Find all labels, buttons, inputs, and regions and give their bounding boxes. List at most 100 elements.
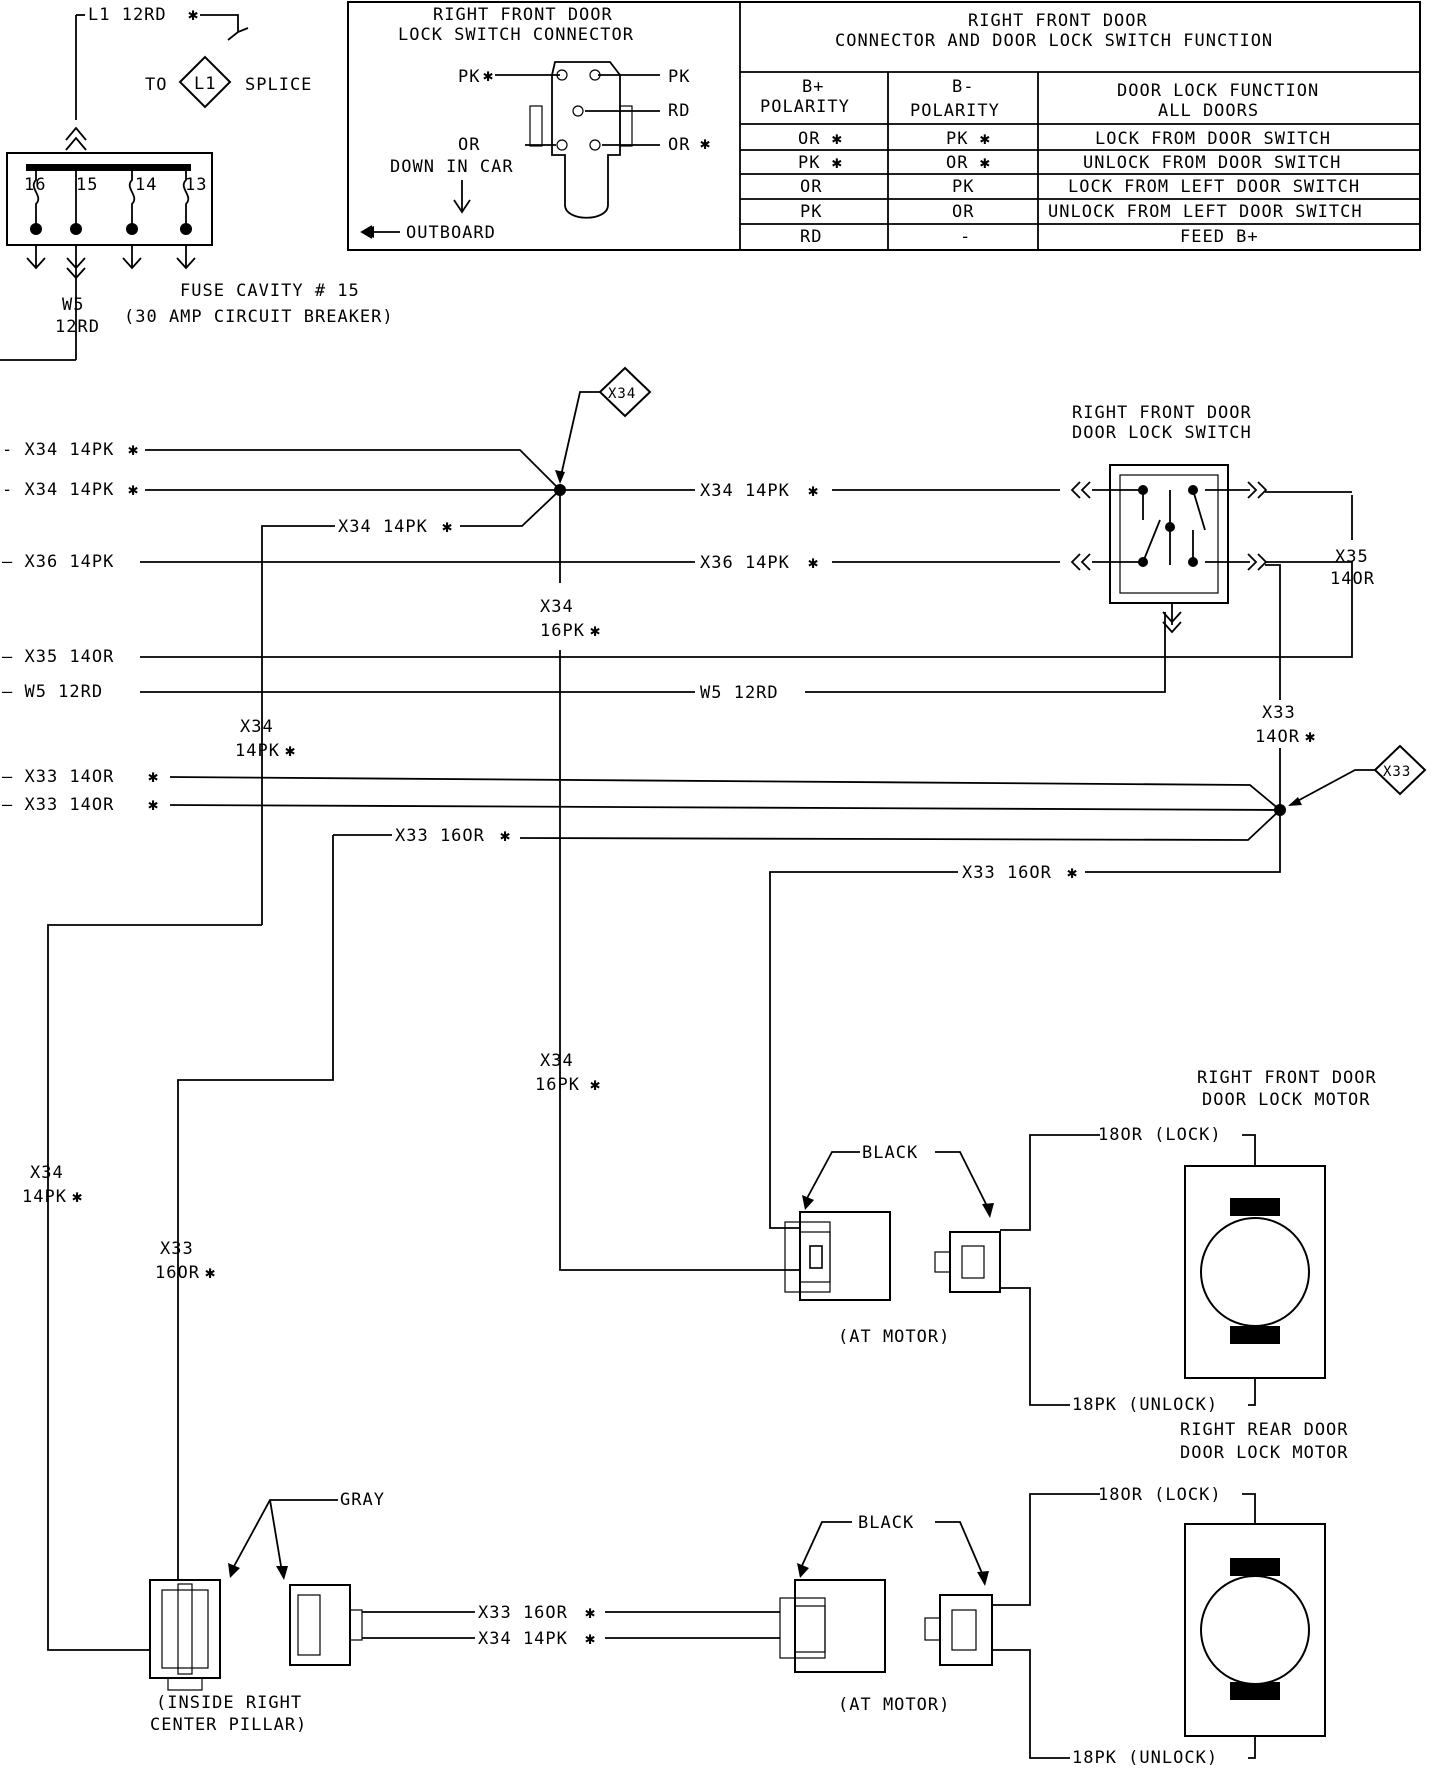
w5-wire-id: W5 bbox=[62, 295, 84, 315]
svg-text:✱: ✱ bbox=[585, 1603, 596, 1623]
connector-and-table: RIGHT FRONT DOOR LOCK SWITCH CONNECTOR P… bbox=[347, 1, 1421, 251]
x34-lower-label-a: X34 bbox=[540, 1051, 574, 1071]
table-row: PK ✱ OR ✱ UNLOCK FROM DOOR SWITCH bbox=[798, 153, 1341, 173]
w5-wire-gauge: 12RD bbox=[55, 317, 100, 337]
left-wire-2: - X34 14PK bbox=[2, 480, 114, 500]
to-label: TO bbox=[145, 75, 167, 95]
svg-text:✱: ✱ bbox=[590, 621, 601, 641]
svg-text:✱: ✱ bbox=[700, 134, 711, 154]
table-row: RD - FEED B+ bbox=[800, 227, 1258, 247]
front-motor-title-2: DOOR LOCK MOTOR bbox=[1202, 1090, 1371, 1110]
x33-14or-label-a: X33 bbox=[1262, 703, 1296, 723]
connector-title-1: RIGHT FRONT DOOR bbox=[433, 5, 613, 25]
x34-splice-diamond bbox=[598, 366, 652, 418]
front-at-motor: (AT MOTOR) bbox=[838, 1327, 950, 1347]
svg-text:✱: ✱ bbox=[128, 480, 139, 500]
x34-to-switch-label: X34 14PK bbox=[700, 481, 790, 501]
row3-bplus: OR bbox=[800, 177, 822, 197]
rear-motor-title-1: RIGHT REAR DOOR bbox=[1180, 1420, 1349, 1440]
pillar-connector-female bbox=[149, 1579, 221, 1679]
fuse-16: 16 bbox=[24, 175, 46, 195]
star-mark: ✱ bbox=[188, 5, 199, 25]
pillar-caption-2: CENTER PILLAR) bbox=[150, 1715, 307, 1735]
row3-bminus: PK bbox=[952, 177, 974, 197]
x34-far-label-b: 14PK bbox=[22, 1187, 67, 1207]
row1-bminus: PK ✱ bbox=[946, 129, 991, 149]
row4-bplus: PK bbox=[800, 202, 822, 222]
w5-mid-label: W5 12RD bbox=[700, 683, 779, 703]
connector-title-2: LOCK SWITCH CONNECTOR bbox=[398, 25, 634, 45]
table-row: PK OR UNLOCK FROM LEFT DOOR SWITCH bbox=[800, 202, 1362, 222]
switch-title-1: RIGHT FRONT DOOR bbox=[1072, 403, 1252, 423]
rear-motor-connector bbox=[939, 1594, 993, 1666]
switch-housing bbox=[1109, 464, 1229, 604]
row3-function: LOCK FROM LEFT DOOR SWITCH bbox=[1068, 177, 1360, 197]
rear-at-motor: (AT MOTOR) bbox=[838, 1695, 950, 1715]
fuse-caption-1: FUSE CAVITY # 15 bbox=[180, 281, 360, 301]
switch-title-2: DOOR LOCK SWITCH bbox=[1072, 423, 1252, 443]
pin-pk-right: PK bbox=[668, 67, 690, 87]
table-row: OR ✱ PK ✱ LOCK FROM DOOR SWITCH bbox=[798, 129, 1331, 149]
l1-splice-diamond bbox=[178, 55, 232, 109]
left-wire-bundle: - X34 14PK ✱ - X34 14PK ✱ – X36 14PK – X… bbox=[2, 366, 1427, 1229]
svg-text:✱: ✱ bbox=[808, 553, 819, 573]
svg-text:✱: ✱ bbox=[148, 795, 159, 815]
x34-far-label-a: X34 bbox=[30, 1163, 64, 1183]
svg-text:✱: ✱ bbox=[442, 517, 453, 537]
fuse-block-area: L1 12RD ✱ TO L1 SPLICE 16 15 14 13 W5 12… bbox=[0, 5, 394, 361]
svg-text:✱: ✱ bbox=[285, 741, 296, 761]
x34-splice-id: X34 bbox=[608, 386, 636, 402]
fuse-13: 13 bbox=[185, 175, 207, 195]
down-in-car: DOWN IN CAR bbox=[390, 157, 514, 177]
table-title-2: CONNECTOR AND DOOR LOCK SWITCH FUNCTION bbox=[835, 31, 1273, 51]
left-wire-4: – X35 14OR bbox=[2, 647, 114, 667]
table-row: OR PK LOCK FROM LEFT DOOR SWITCH bbox=[800, 177, 1360, 197]
svg-text:✱: ✱ bbox=[72, 1187, 83, 1207]
svg-text:✱: ✱ bbox=[808, 481, 819, 501]
x33-bottom-label: X33 16OR bbox=[478, 1603, 568, 1623]
table-title-1: RIGHT FRONT DOOR bbox=[968, 11, 1148, 31]
pin-or-right: OR bbox=[668, 135, 690, 155]
row5-bplus: RD bbox=[800, 227, 822, 247]
front-lock-label: 18OR (LOCK) bbox=[1098, 1125, 1222, 1145]
pin-rd: RD bbox=[668, 101, 690, 121]
rear-unlock-label: 18PK (UNLOCK) bbox=[1072, 1748, 1218, 1768]
x33-16or-left-label: X33 16OR bbox=[395, 826, 485, 846]
fuse-14: 14 bbox=[135, 175, 157, 195]
hdr-function-2: ALL DOORS bbox=[1158, 101, 1259, 121]
fuse-15: 15 bbox=[76, 175, 98, 195]
gray-label: GRAY bbox=[340, 1490, 385, 1510]
row1-function: LOCK FROM DOOR SWITCH bbox=[1095, 129, 1331, 149]
svg-text:✱: ✱ bbox=[205, 1263, 216, 1283]
row5-bminus: - bbox=[960, 227, 971, 247]
l1-wire-label: L1 12RD bbox=[88, 5, 167, 25]
front-motor-area: X34 16PK ✱ BLACK 18OR (LOCK) 18PK (UNLOC… bbox=[535, 1040, 1376, 1415]
hdr-b-minus-1: B- bbox=[952, 77, 974, 97]
svg-text:✱: ✱ bbox=[585, 1629, 596, 1649]
x33-16or-right-label: X33 16OR bbox=[962, 863, 1052, 883]
svg-text:✱: ✱ bbox=[590, 1075, 601, 1095]
front-motor-connector bbox=[949, 1231, 1001, 1293]
pillar-caption-1: (INSIDE RIGHT bbox=[156, 1693, 302, 1713]
x33-vert-label-a: X33 bbox=[160, 1239, 194, 1259]
door-lock-switch: RIGHT FRONT DOOR DOOR LOCK SWITCH bbox=[1070, 403, 1268, 634]
x33-splice-id: X33 bbox=[1383, 764, 1411, 780]
left-wire-1: - X34 14PK bbox=[2, 440, 114, 460]
row2-function: UNLOCK FROM DOOR SWITCH bbox=[1083, 153, 1341, 173]
x34-vert-label-b: 14PK bbox=[235, 741, 280, 761]
rear-motor-symbol bbox=[1200, 1575, 1310, 1685]
x34-bottom-label: X34 14PK bbox=[478, 1629, 568, 1649]
svg-text:✱: ✱ bbox=[148, 767, 159, 787]
x33-14or-label-b: 14OR bbox=[1255, 727, 1300, 747]
left-wire-3: – X36 14PK bbox=[2, 552, 114, 572]
left-wire-5: – W5 12RD bbox=[2, 682, 103, 702]
svg-text:✱: ✱ bbox=[1305, 727, 1316, 747]
x34-lower-label-b: 16PK bbox=[535, 1075, 580, 1095]
left-wire-6: — X33 14OR bbox=[2, 767, 114, 787]
hdr-function-1: DOOR LOCK FUNCTION bbox=[1117, 81, 1319, 101]
fuse-caption-2: (30 AMP CIRCUIT BREAKER) bbox=[124, 307, 394, 327]
svg-text:✱: ✱ bbox=[483, 66, 494, 86]
hdr-b-minus-2: POLARITY bbox=[910, 101, 1000, 121]
hdr-b-plus-2: POLARITY bbox=[760, 97, 850, 117]
